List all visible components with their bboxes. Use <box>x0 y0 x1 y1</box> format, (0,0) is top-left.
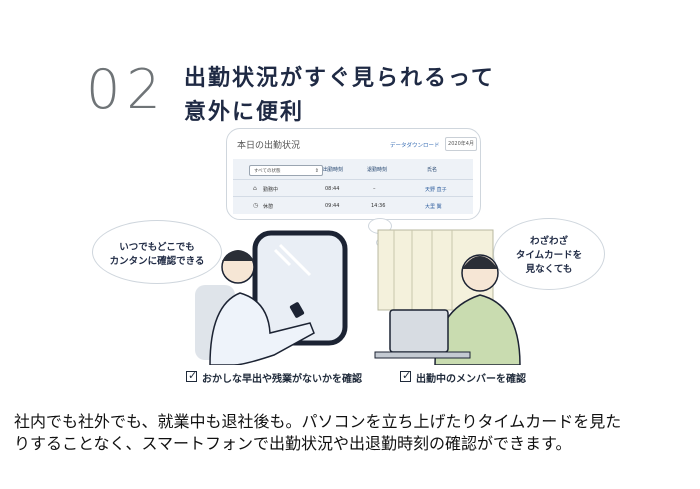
smartphone-illustration <box>289 302 305 318</box>
row-in-time: 09:44 <box>325 203 340 209</box>
status-filter-select[interactable]: すべての状態 ⇕ <box>249 165 323 176</box>
description-line2: りすることなく、スマートフォンで出勤状況や出退勤時刻の確認ができます。 <box>14 434 572 453</box>
dashboard-title: 本日の出勤状況 <box>237 141 301 151</box>
clock-icon: ◷ <box>253 202 259 209</box>
speech-bubble-left: いつでもどこでも カンタンに確認できる <box>92 220 222 284</box>
person-icon: ⌂ <box>253 185 257 192</box>
description-line1: 社内でも社外でも、就業中も退社後も。パソコンを立ち上げたりタイムカードを見た <box>14 412 622 431</box>
checkbox-icon: ✓ <box>400 369 412 382</box>
row-status: 勤務中 <box>263 187 279 193</box>
attendance-dashboard: 本日の出勤状況 データダウンロード 2020年4月 すべての状態 ⇕ 出勤時刻 … <box>226 128 481 220</box>
row-in-time: 08:44 <box>325 186 340 192</box>
table-divider <box>233 196 473 197</box>
chevron-updown-icon: ⇕ <box>314 168 319 174</box>
data-download-link[interactable]: データダウンロード <box>390 143 440 149</box>
row-status: 休憩 <box>263 204 274 210</box>
bubble-left-line1: いつでもどこでも <box>119 242 195 253</box>
checkbox-icon: ✓ <box>186 369 198 382</box>
speech-bubble-right: わざわざ タイムカードを 見なくても <box>493 218 605 290</box>
column-header-name: 氏名 <box>427 167 438 173</box>
laptop-illustration <box>389 309 449 353</box>
bubble-right-line2: タイムカードを <box>515 250 583 261</box>
illustration-workers <box>195 229 521 365</box>
bubble-right-line1: わざわざ <box>529 236 568 247</box>
bubble-right-line3: 見なくても <box>525 264 573 275</box>
column-header-in: 出勤時刻 <box>323 167 344 173</box>
row-name[interactable]: 大里 翼 <box>425 204 442 210</box>
train-window-illustration <box>252 230 348 346</box>
page-title-line2: 意外に便利 <box>184 100 305 125</box>
check-item-overtime: おかしな早出や残業がないかを確認 <box>202 374 362 385</box>
page-title-line1: 出勤状況がすぐ見られるって <box>184 66 495 91</box>
row-out-time: 14:36 <box>371 203 386 209</box>
step-number: 02 <box>86 58 167 121</box>
man-body-illustration <box>209 292 315 365</box>
row-name[interactable]: 天野 直子 <box>425 187 447 193</box>
table-divider <box>233 179 473 180</box>
bubble-left-line2: カンタンに確認できる <box>109 256 205 267</box>
check-item-members: 出勤中のメンバーを確認 <box>416 374 526 385</box>
status-filter-value: すべての状態 <box>254 169 281 174</box>
row-out-time: – <box>373 186 376 192</box>
date-selector[interactable]: 2020年4月 <box>445 137 477 151</box>
column-header-out: 退勤時刻 <box>367 167 388 173</box>
